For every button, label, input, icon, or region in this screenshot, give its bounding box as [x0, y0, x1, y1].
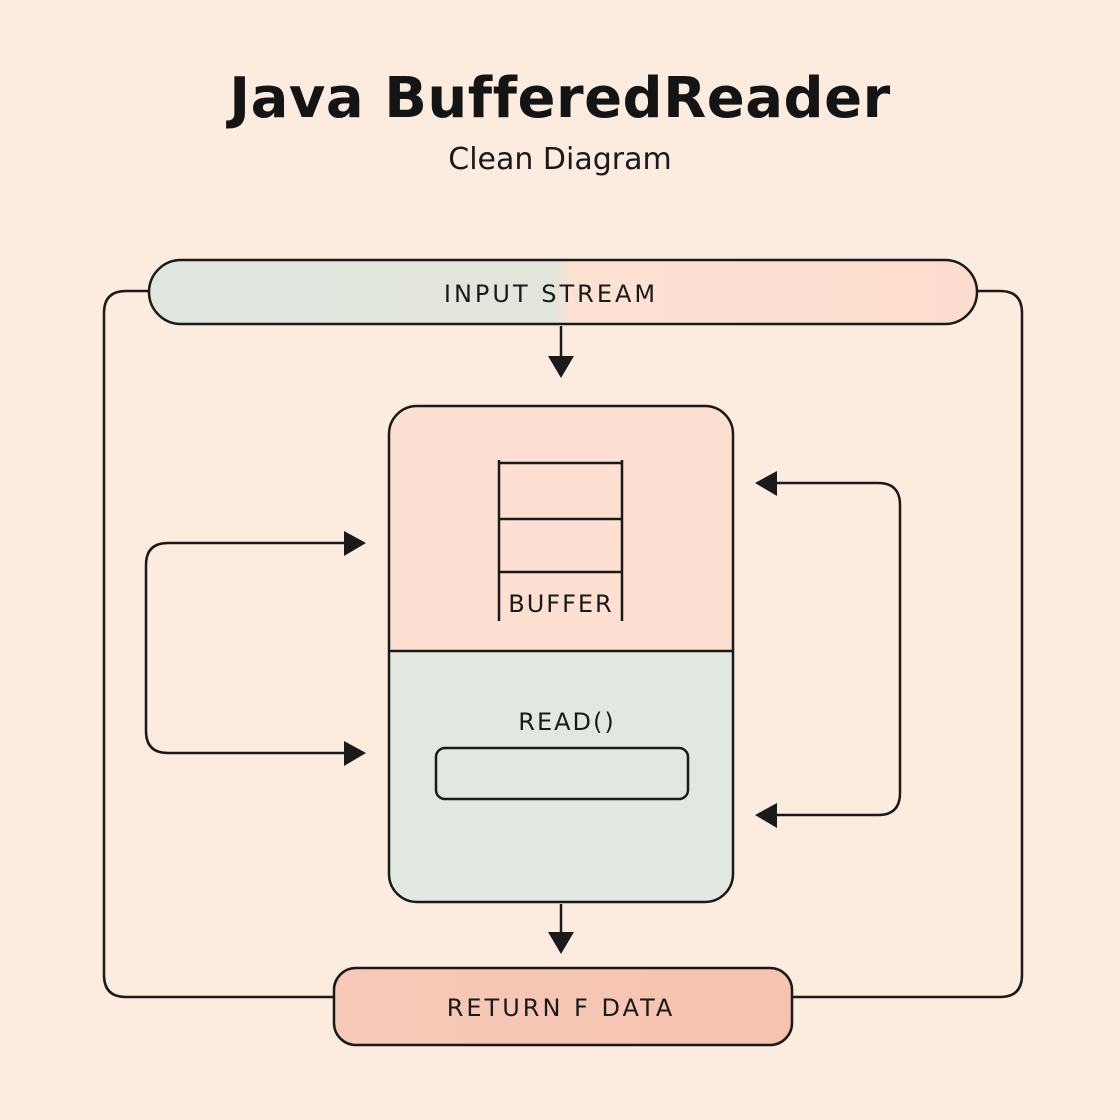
read-label: READ(): [518, 708, 615, 736]
outer-loop-right: [792, 289, 1024, 999]
input-stream-label: INPUT STREAM: [444, 280, 658, 308]
diagram-subtitle: Clean Diagram: [448, 142, 672, 177]
right-loop-line: [775, 481, 902, 817]
reader-box-outline: [387, 404, 735, 904]
buffer-label: BUFFER: [508, 590, 613, 618]
arrow-input-to-buffer-head: [548, 356, 574, 378]
outer-loop-left: [102, 289, 335, 999]
diagram-title: Java BufferedReader: [229, 66, 891, 131]
right-loop-arrow-top: [755, 471, 777, 496]
return-data-label: RETURN F DATA: [447, 994, 676, 1022]
input-stream-box: [147, 258, 979, 326]
left-loop-arrow-top: [344, 531, 366, 556]
read-output-field: [434, 746, 690, 801]
buffer-stack-icon: [497, 460, 624, 621]
buffer-section: [389, 406, 733, 651]
right-loop-arrow-bottom: [755, 803, 777, 828]
left-loop-arrow-bottom: [344, 741, 366, 766]
left-loop-line: [144, 541, 346, 755]
return-data-box: [332, 966, 794, 1047]
arrow-reader-to-return-head: [548, 932, 574, 954]
